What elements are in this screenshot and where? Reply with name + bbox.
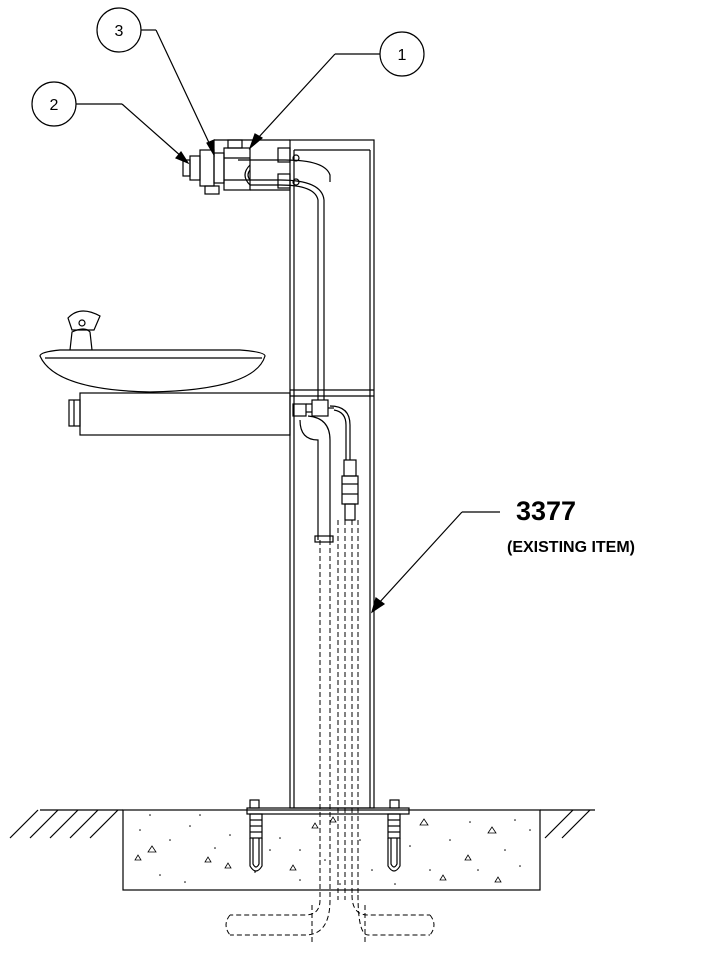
concrete-aggregate	[134, 814, 531, 885]
anchor-bolt-left	[249, 813, 263, 872]
callout-1	[248, 31, 425, 150]
callout-3-label: 3	[115, 23, 124, 40]
bubbler-nozzle	[67, 310, 101, 351]
push-button-valve	[182, 139, 300, 195]
callout-2	[31, 81, 190, 165]
ground-line	[9, 809, 595, 839]
bubbler-housing	[68, 392, 291, 436]
item-description: (EXISTING ITEM)	[507, 539, 635, 556]
concrete-footing	[122, 809, 541, 891]
supply-tube	[238, 159, 331, 400]
callout-3377	[370, 511, 500, 614]
callout-1-label: 1	[398, 47, 407, 64]
bubbler-bowl	[39, 349, 266, 393]
anchor-bolt-right	[387, 813, 401, 872]
pedestal-column	[289, 139, 375, 809]
item-number: 3377	[516, 496, 576, 526]
underground-piping	[225, 520, 435, 945]
base-plate	[246, 799, 410, 815]
valve-assembly	[292, 399, 359, 543]
callout-3	[96, 7, 215, 158]
callout-2-label: 2	[50, 97, 59, 114]
